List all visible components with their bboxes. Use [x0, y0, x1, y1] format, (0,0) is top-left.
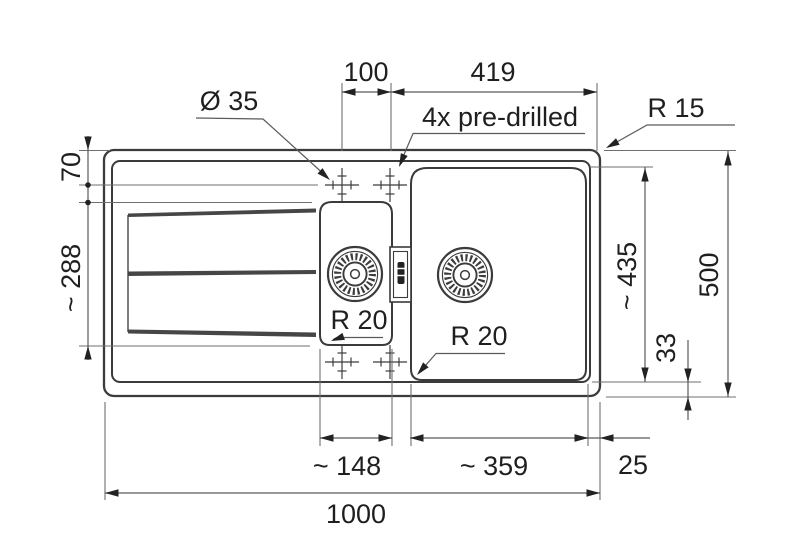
extension-lines [79, 83, 736, 500]
large-bowl-drain-icon [438, 248, 492, 302]
dim-drainer-depth-label: ~ 288 [56, 244, 86, 312]
dimension-arrows [84, 88, 732, 497]
hole-diameter-label: Ø 35 [200, 86, 259, 116]
dim-bottom-rim-label: 33 [651, 333, 681, 363]
dim-inner-height-label: ~ 435 [612, 242, 642, 310]
sink-outer-edge [102, 148, 602, 398]
dim-right-margin-label: 25 [618, 450, 648, 480]
dim-overall-height-label: 500 [694, 252, 724, 297]
overflow-fitting [389, 246, 412, 303]
large-bowl-radius-label: R 20 [450, 321, 507, 351]
dim-hole-to-edge-label: 419 [470, 57, 515, 87]
large-bowl-outline [410, 167, 587, 381]
small-bowl-drain-icon [328, 247, 382, 301]
drill-hole-marker-top-right [372, 167, 408, 203]
drill-hole-marker-bottom-left [324, 344, 360, 380]
dim-edge-to-holes-label: 70 [56, 152, 86, 182]
outer-corner-radius-label: R 15 [647, 93, 704, 123]
predrilled-note-label: 4x pre-drilled [422, 102, 578, 132]
small-bowl-radius-label: R 20 [330, 305, 387, 335]
small-bowl-outline [319, 201, 393, 346]
drill-hole-marker-top-left [324, 167, 360, 203]
drill-hole-marker-bottom-right [372, 344, 408, 380]
dim-hole-spacing-label: 100 [343, 57, 388, 87]
dim-small-bowl-width-label: ~ 148 [313, 451, 381, 481]
dim-overall-width-label: 1000 [326, 499, 386, 529]
drainboard-grooves [128, 208, 316, 337]
sink-inner-rim [111, 160, 591, 383]
dim-large-bowl-width-label: ~ 359 [460, 451, 528, 481]
